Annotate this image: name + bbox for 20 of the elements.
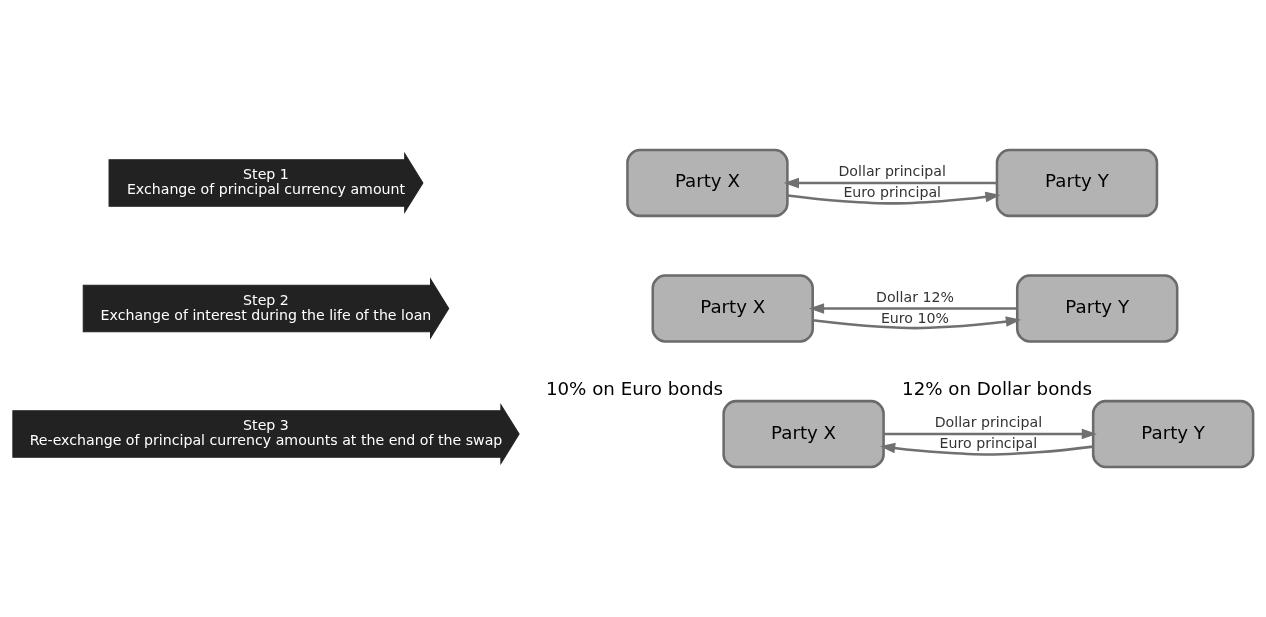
arrow xyxy=(787,191,1001,205)
arrow xyxy=(783,177,997,189)
edge-label: Euro 10% xyxy=(880,309,949,326)
arrow xyxy=(808,303,1018,314)
node-box: Party X xyxy=(626,148,789,218)
node-box: Party X xyxy=(651,274,814,343)
edge-label: Euro principal xyxy=(843,184,941,201)
node-box: Party Y xyxy=(1091,399,1255,469)
arrow xyxy=(812,316,1021,330)
arrow xyxy=(883,428,1097,440)
node-box: Party Y xyxy=(1015,274,1179,343)
edge-label: Dollar principal xyxy=(934,414,1043,431)
node-label: 12% on Dollar bonds xyxy=(902,378,1092,400)
arrow xyxy=(879,442,1094,456)
edge-label: Dollar principal xyxy=(838,163,946,180)
node-box: Party X xyxy=(722,399,885,469)
node-box: Party Y xyxy=(995,148,1159,218)
edge-label: Euro principal xyxy=(939,435,1038,452)
node-label: 10% on Euro bonds xyxy=(545,378,724,400)
edge-label: Dollar 12% xyxy=(876,288,954,305)
